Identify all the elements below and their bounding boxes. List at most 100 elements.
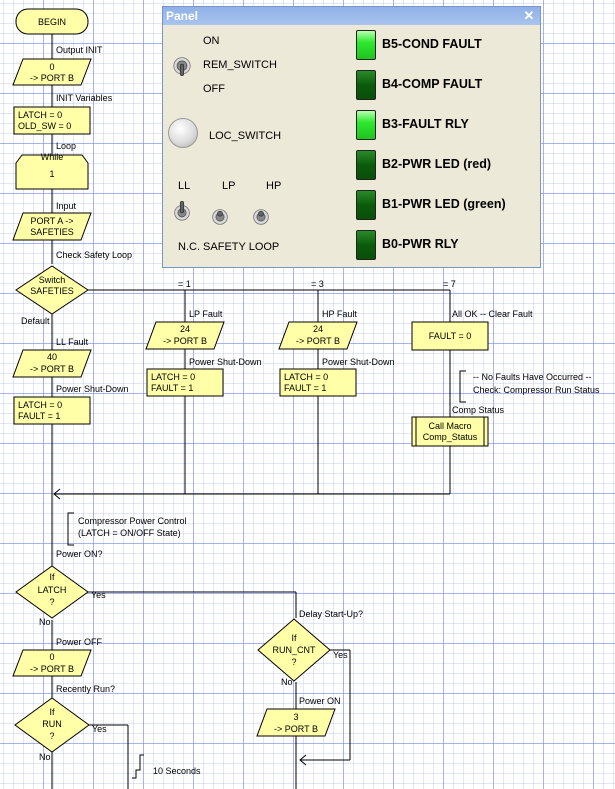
loop-caption: Loop xyxy=(56,141,76,151)
close-icon[interactable]: ✕ xyxy=(523,8,535,23)
hp-fault-output-block[interactable] xyxy=(278,321,358,350)
lp-toggle-icon[interactable] xyxy=(211,205,229,229)
ll-calc-line1: LATCH = 0 xyxy=(18,400,62,410)
begin-label: BEGIN xyxy=(38,17,66,27)
ll-fault-output-block[interactable] xyxy=(12,349,92,378)
comp-power-comment-line2: (LATCH = ON/OFF State) xyxy=(78,528,181,538)
power-on-line1: 3 xyxy=(293,712,298,722)
input-caption: Input xyxy=(56,201,77,211)
led-indicator xyxy=(356,190,376,220)
hp-calc-block[interactable] xyxy=(279,368,357,397)
led-label: B0-PWR RLY xyxy=(382,237,459,251)
call-macro-line1: Call Macro xyxy=(428,421,471,431)
switch-line2: SAFETIES xyxy=(30,286,74,296)
ll-calc-line2: FAULT = 1 xyxy=(18,411,60,421)
power-on-output-block[interactable] xyxy=(256,708,336,737)
connector-lines xyxy=(51,34,466,789)
led-label: B3-FAULT RLY xyxy=(382,117,469,131)
if-run-line3: ? xyxy=(49,731,54,741)
call-macro-inner-border xyxy=(415,416,485,447)
lp-fault-output-block[interactable] xyxy=(145,321,225,350)
case-1-label: = 1 xyxy=(178,279,191,289)
led-label: B5-COND FAULT xyxy=(382,37,482,51)
if-runcnt-no: No xyxy=(281,677,293,687)
output-init-line1: 0 xyxy=(49,62,54,72)
loop-while-block[interactable] xyxy=(15,154,89,190)
ten-seconds-comment: 10 Seconds xyxy=(153,766,201,776)
begin-terminal[interactable] xyxy=(15,8,89,35)
ll-fault-line1: 40 xyxy=(47,352,57,362)
ll-toggle-icon[interactable] xyxy=(173,200,191,224)
hp-fault-caption: HP Fault xyxy=(322,309,357,319)
hp-toggle-icon[interactable] xyxy=(252,205,270,229)
switch-line1: Switch xyxy=(39,275,66,285)
hp-fault-line1: 24 xyxy=(313,324,323,334)
hp-calc-line1: LATCH = 0 xyxy=(284,372,328,382)
led-indicator xyxy=(356,110,376,140)
delay-startup-caption: Delay Start-Up? xyxy=(299,609,363,619)
led-indicator xyxy=(356,230,376,260)
if-latch-line2: LATCH xyxy=(38,585,67,595)
if-run-no: No xyxy=(39,752,51,762)
comp-power-comment-line1: Compressor Power Control xyxy=(78,516,187,526)
output-init-block[interactable] xyxy=(12,58,92,86)
lp-label: LP xyxy=(222,180,236,192)
power-off-output-block[interactable] xyxy=(12,649,92,677)
clear-fault-calc-block[interactable] xyxy=(411,321,489,351)
if-latch-no: No xyxy=(39,617,51,627)
power-off-line1: 0 xyxy=(49,652,54,662)
panel-window[interactable]: Panel ✕ ON REM_SWITCH OFF LOC_SWITCH LL … xyxy=(162,6,541,268)
loop-line2: 1 xyxy=(49,169,54,179)
lp-fault-caption: LP Fault xyxy=(189,309,223,319)
init-vars-line1: LATCH = 0 xyxy=(18,110,62,120)
if-runcnt-decision[interactable] xyxy=(257,618,331,682)
if-run-decision[interactable] xyxy=(14,697,90,753)
input-block[interactable] xyxy=(12,212,92,241)
led-indicator xyxy=(356,30,376,60)
rem-switch-label: REM_SWITCH xyxy=(203,59,277,71)
safety-loop-label: N.C. SAFETY LOOP xyxy=(178,241,280,253)
loc-switch-label: LOC_SWITCH xyxy=(209,130,282,142)
output-init-line2: -> PORT B xyxy=(30,73,74,83)
if-runcnt-line1: If xyxy=(291,633,297,643)
if-runcnt-line2: RUN_CNT xyxy=(272,645,316,655)
power-on-caption: Power ON xyxy=(299,696,341,706)
hp-calc-line2: FAULT = 1 xyxy=(284,383,326,393)
ll-fault-caption: LL Fault xyxy=(56,337,89,347)
switch-safeties-decision[interactable] xyxy=(15,265,89,315)
switch-default-label: Default xyxy=(21,316,50,326)
ll-fault-line2: -> PORT B xyxy=(30,364,74,374)
comp-status-caption: Comp Status xyxy=(452,405,505,415)
loop-line1: While xyxy=(41,152,64,162)
led-indicator xyxy=(356,70,376,100)
input-line1: PORT A -> xyxy=(31,216,74,226)
if-latch-decision[interactable] xyxy=(15,565,89,619)
no-faults-comment-line2: Check: Compressor Run Status xyxy=(473,385,600,395)
ll-calc-block[interactable] xyxy=(13,396,91,425)
hp-label: HP xyxy=(266,180,282,192)
lp-calc-line1: LATCH = 0 xyxy=(151,372,195,382)
if-run-line2: RUN xyxy=(42,719,62,729)
led-indicator xyxy=(356,150,376,180)
led-label: B2-PWR LED (red) xyxy=(382,157,492,171)
power-off-caption: Power OFF xyxy=(56,637,103,647)
all-ok-caption: All OK -- Clear Fault xyxy=(452,309,533,319)
call-macro-block[interactable] xyxy=(411,416,489,447)
if-latch-yes: Yes xyxy=(91,590,106,600)
clear-fault-line: FAULT = 0 xyxy=(429,331,471,341)
hp-fault-line2: -> PORT B xyxy=(296,336,340,346)
lp-calc-line2: FAULT = 1 xyxy=(151,383,193,393)
rem-off-label: OFF xyxy=(203,83,225,95)
loc-switch-button[interactable] xyxy=(168,118,198,148)
if-run-yes: Yes xyxy=(92,724,107,734)
init-vars-block[interactable] xyxy=(13,106,91,135)
panel-title: Panel xyxy=(166,9,199,23)
call-macro-line2: Comp_Status xyxy=(423,432,478,442)
lp-calc-block[interactable] xyxy=(146,368,224,397)
if-run-line1: If xyxy=(49,707,55,717)
panel-title-bar[interactable]: Panel ✕ xyxy=(163,7,540,25)
rem-switch-toggle-icon[interactable] xyxy=(173,53,191,77)
hp-shutdown-caption: Power Shut-Down xyxy=(322,357,395,367)
init-vars-line2: OLD_SW = 0 xyxy=(18,121,71,131)
